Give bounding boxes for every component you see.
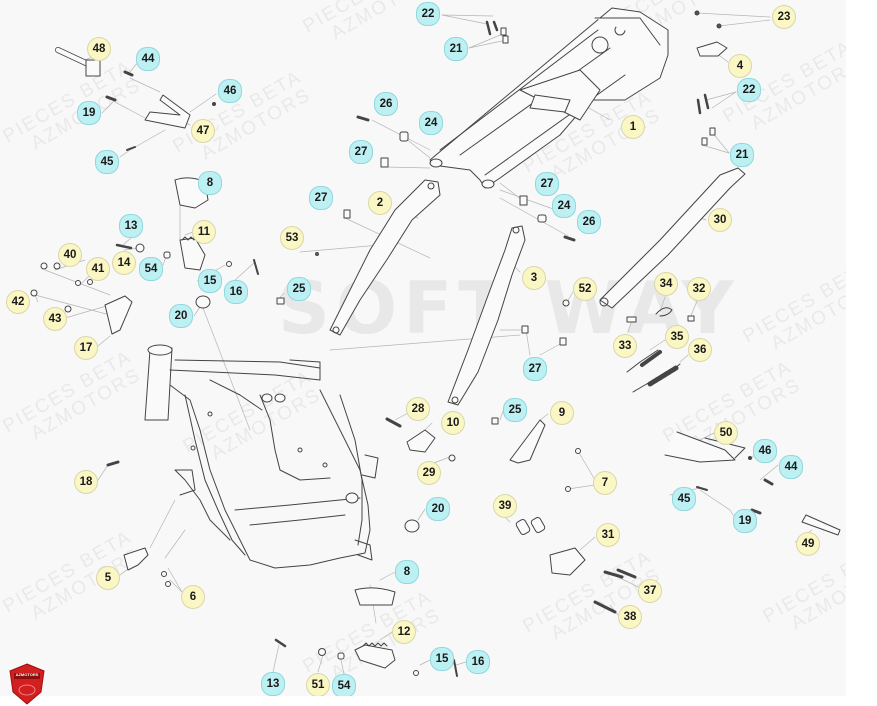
- part-callout-21[interactable]: 21: [444, 37, 468, 61]
- logo-text: AZMOTORS: [15, 672, 39, 677]
- part-callout-24[interactable]: 24: [419, 111, 443, 135]
- part-callout-22[interactable]: 22: [416, 2, 440, 26]
- part-callout-13[interactable]: 13: [261, 672, 285, 696]
- part-callout-45[interactable]: 45: [672, 487, 696, 511]
- part-callout-25[interactable]: 25: [287, 277, 311, 301]
- part-callout-20[interactable]: 20: [426, 497, 450, 521]
- part-callout-15[interactable]: 15: [430, 647, 454, 671]
- part-callout-39[interactable]: 39: [493, 494, 517, 518]
- part-callout-13[interactable]: 13: [119, 214, 143, 238]
- part-callout-54[interactable]: 54: [332, 674, 356, 696]
- part-callout-27[interactable]: 27: [309, 186, 333, 210]
- part-callout-47[interactable]: 47: [191, 119, 215, 143]
- part-callout-32[interactable]: 32: [687, 277, 711, 301]
- part-callout-31[interactable]: 31: [596, 523, 620, 547]
- part-callout-46[interactable]: 46: [753, 439, 777, 463]
- part-callout-36[interactable]: 36: [688, 338, 712, 362]
- part-callout-38[interactable]: 38: [618, 605, 642, 629]
- part-callout-12[interactable]: 12: [392, 620, 416, 644]
- part-callout-34[interactable]: 34: [654, 272, 678, 296]
- part-callout-46[interactable]: 46: [218, 79, 242, 103]
- part-callout-27[interactable]: 27: [535, 172, 559, 196]
- part-callout-44[interactable]: 44: [779, 455, 803, 479]
- part-callout-28[interactable]: 28: [406, 397, 430, 421]
- part-callout-52[interactable]: 52: [573, 277, 597, 301]
- part-callout-17[interactable]: 17: [74, 336, 98, 360]
- part-callout-25[interactable]: 25: [503, 398, 527, 422]
- part-callout-24[interactable]: 24: [552, 194, 576, 218]
- part-callout-53[interactable]: 53: [280, 226, 304, 250]
- part-callout-49[interactable]: 49: [796, 532, 820, 556]
- part-callout-19[interactable]: 19: [733, 509, 757, 533]
- subframe: [429, 7, 669, 189]
- part-callout-1[interactable]: 1: [621, 115, 645, 139]
- part-callout-5[interactable]: 5: [96, 566, 120, 590]
- part-callout-40[interactable]: 40: [58, 243, 82, 267]
- main-frame: [144, 344, 379, 569]
- part-callout-35[interactable]: 35: [665, 325, 689, 349]
- part-callout-30[interactable]: 30: [708, 208, 732, 232]
- part-callout-21[interactable]: 21: [730, 143, 754, 167]
- part-callout-3[interactable]: 3: [522, 266, 546, 290]
- part-callout-45[interactable]: 45: [95, 150, 119, 174]
- part-callout-43[interactable]: 43: [43, 307, 67, 331]
- part-callout-10[interactable]: 10: [441, 411, 465, 435]
- part-callout-23[interactable]: 23: [772, 5, 796, 29]
- part-callout-48[interactable]: 48: [87, 37, 111, 61]
- part-callout-7[interactable]: 7: [593, 471, 617, 495]
- part-callout-20[interactable]: 20: [169, 304, 193, 328]
- part-callout-27[interactable]: 27: [523, 357, 547, 381]
- part-callout-41[interactable]: 41: [86, 257, 110, 281]
- part-callout-18[interactable]: 18: [74, 470, 98, 494]
- part-callout-4[interactable]: 4: [728, 54, 752, 78]
- part-callout-11[interactable]: 11: [192, 220, 216, 244]
- part-callout-33[interactable]: 33: [613, 334, 637, 358]
- part-callout-37[interactable]: 37: [638, 579, 662, 603]
- part-callout-26[interactable]: 26: [374, 92, 398, 116]
- part-callout-2[interactable]: 2: [368, 191, 392, 215]
- part-callout-6[interactable]: 6: [181, 585, 205, 609]
- part-callout-22[interactable]: 22: [737, 78, 761, 102]
- part-callout-8[interactable]: 8: [395, 560, 419, 584]
- part-callout-29[interactable]: 29: [417, 461, 441, 485]
- part-callout-26[interactable]: 26: [577, 210, 601, 234]
- part-callout-54[interactable]: 54: [139, 257, 163, 281]
- part-callout-42[interactable]: 42: [6, 290, 30, 314]
- part-callout-27[interactable]: 27: [349, 140, 373, 164]
- part-callout-15[interactable]: 15: [198, 269, 222, 293]
- part-callout-51[interactable]: 51: [306, 673, 330, 696]
- azmotors-logo-icon: [9, 663, 45, 705]
- part-callout-9[interactable]: 9: [550, 401, 574, 425]
- part-callout-44[interactable]: 44: [136, 47, 160, 71]
- part-callout-14[interactable]: 14: [112, 251, 136, 275]
- part-callout-16[interactable]: 16: [466, 650, 490, 674]
- part-callout-50[interactable]: 50: [714, 421, 738, 445]
- frame-drawing: [30, 7, 841, 677]
- part-callout-8[interactable]: 8: [198, 171, 222, 195]
- part-callout-19[interactable]: 19: [77, 101, 101, 125]
- diagram-canvas: PIECES BETA AZMOTORS PIECES BETA AZMOTOR…: [0, 0, 846, 696]
- part-callout-16[interactable]: 16: [224, 280, 248, 304]
